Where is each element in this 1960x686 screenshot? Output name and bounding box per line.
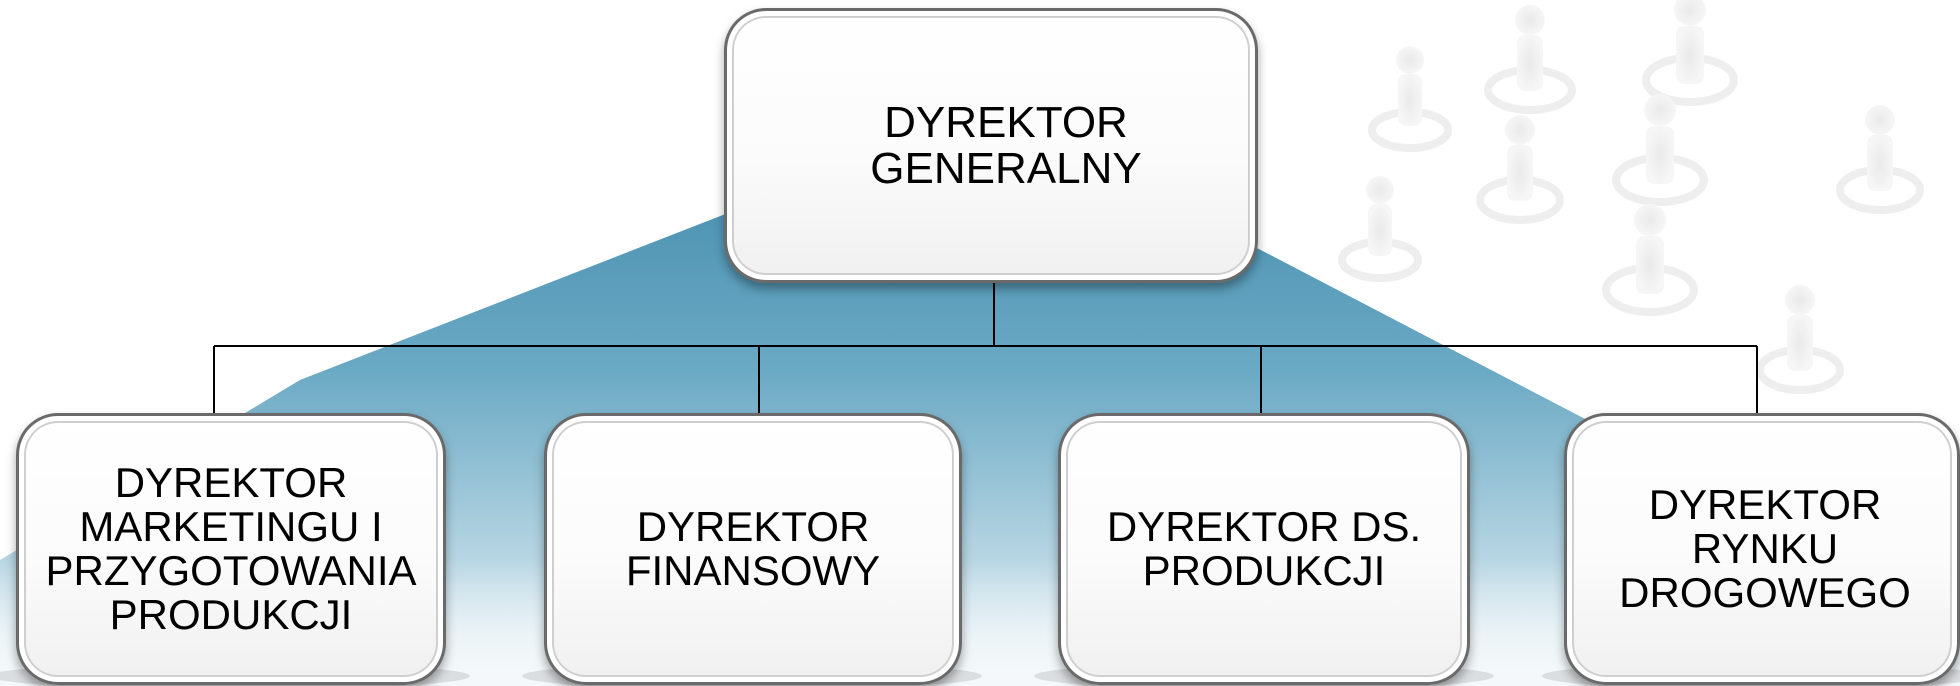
node-label: DYREKTOR MARKETINGU I PRZYGOTOWANIA PROD… — [45, 459, 417, 638]
node-label: DYREKTOR RYNKU DROGOWEGO — [1619, 481, 1911, 616]
node-dyrektor-produkcji: DYREKTOR DS. PRODUKCJI — [1058, 413, 1470, 685]
node-dyrektor-marketingu: DYREKTOR MARKETINGU I PRZYGOTOWANIA PROD… — [16, 413, 446, 685]
node-dyrektor-generalny: DYREKTOR GENERALNY — [724, 8, 1258, 283]
people-watermark-icon — [1338, 0, 1924, 394]
node-label: DYREKTOR FINANSOWY — [625, 503, 881, 594]
node-dyrektor-rynku-drogowego: DYREKTOR RYNKU DROGOWEGO — [1564, 413, 1960, 685]
node-label: DYREKTOR GENERALNY — [870, 97, 1142, 193]
node-label: DYREKTOR DS. PRODUKCJI — [1106, 503, 1422, 594]
node-dyrektor-finansowy: DYREKTOR FINANSOWY — [544, 413, 962, 685]
pyramid-shape — [0, 110, 1960, 686]
